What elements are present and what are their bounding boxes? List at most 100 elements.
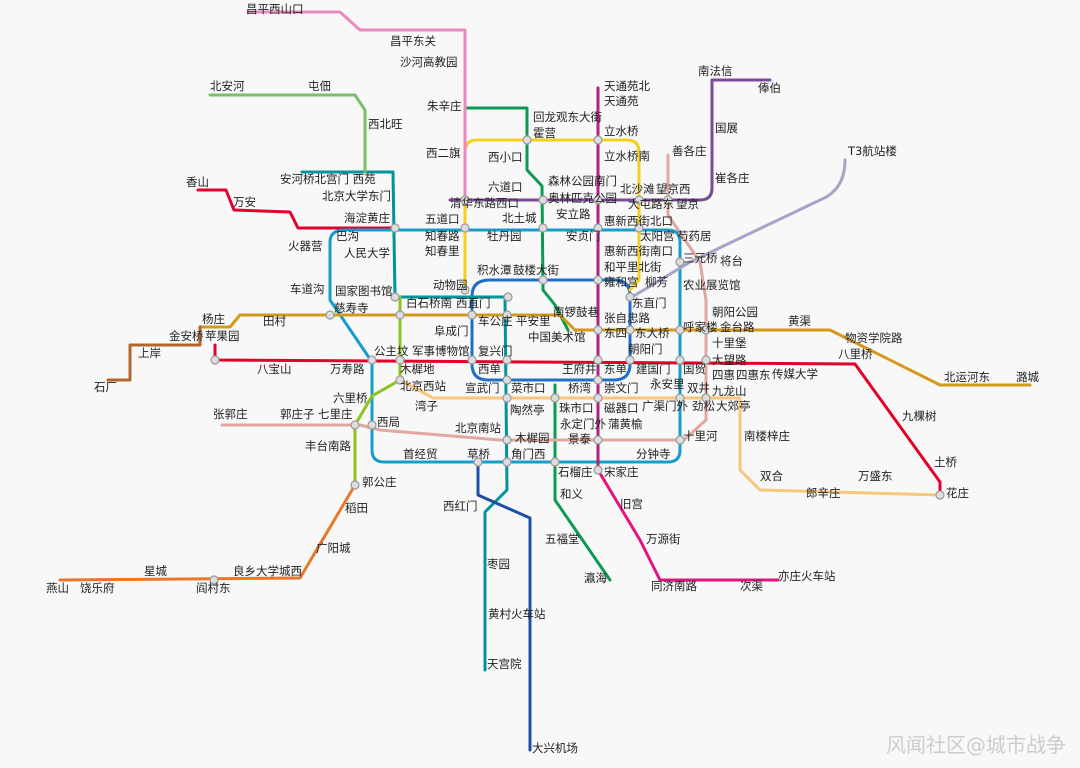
transfer-station-marker[interactable] bbox=[593, 465, 603, 475]
transfer-station-marker[interactable] bbox=[502, 435, 512, 445]
station-label[interactable]: 万源街 bbox=[646, 532, 681, 546]
transfer-station-marker[interactable] bbox=[593, 375, 603, 385]
station-label[interactable]: 广阳城 bbox=[316, 541, 351, 555]
subway-line-fangshan[interactable] bbox=[58, 483, 357, 582]
station-label[interactable]: 杨庄 bbox=[202, 312, 225, 326]
station-label[interactable]: 万盛东 bbox=[858, 469, 893, 483]
station-label[interactable]: 旧宫 bbox=[620, 497, 643, 511]
station-label[interactable]: 四惠 bbox=[712, 368, 735, 382]
transfer-station-marker[interactable] bbox=[502, 355, 512, 365]
station-label[interactable]: 沙河高教园 bbox=[400, 55, 458, 69]
transfer-station-marker[interactable] bbox=[675, 435, 685, 445]
station-label[interactable]: 张郭庄 bbox=[213, 407, 248, 421]
subway-line-s1[interactable] bbox=[106, 325, 202, 382]
station-label[interactable]: 九龙山 bbox=[712, 384, 747, 398]
transfer-station-marker[interactable] bbox=[325, 310, 335, 320]
station-label[interactable]: 火器营 bbox=[288, 239, 323, 253]
station-label[interactable]: 太阳宫 bbox=[640, 229, 675, 243]
station-label[interactable]: 北沙滩 bbox=[620, 182, 655, 196]
transfer-station-marker[interactable] bbox=[701, 325, 711, 335]
transfer-station-marker[interactable] bbox=[467, 310, 477, 320]
station-label[interactable]: 大郊亭 bbox=[716, 399, 751, 413]
station-label[interactable]: 五福堂 bbox=[545, 532, 580, 546]
station-label[interactable]: 香山 bbox=[186, 175, 209, 189]
station-label[interactable]: 广渠门外 bbox=[642, 399, 688, 413]
transfer-station-marker[interactable] bbox=[390, 223, 400, 233]
station-label[interactable]: 王府井 bbox=[562, 362, 597, 376]
station-label[interactable]: 珠市口 bbox=[559, 401, 594, 415]
station-label[interactable]: 立水桥南 bbox=[604, 149, 650, 163]
subway-line-line14-west[interactable] bbox=[220, 423, 682, 442]
transfer-station-marker[interactable] bbox=[460, 223, 470, 233]
station-label[interactable]: 公主坟 bbox=[374, 344, 409, 358]
transfer-station-marker[interactable] bbox=[701, 393, 711, 403]
station-label[interactable]: 东四 bbox=[604, 326, 627, 340]
transfer-station-marker[interactable] bbox=[593, 195, 603, 205]
transfer-station-marker[interactable] bbox=[395, 355, 405, 365]
station-label[interactable]: 湾子 bbox=[415, 399, 438, 413]
station-label[interactable]: 分钟寺 bbox=[636, 447, 671, 461]
station-label[interactable]: 惠新西街北口 bbox=[604, 214, 673, 228]
station-label[interactable]: 九棵树 bbox=[902, 409, 937, 423]
station-label[interactable]: 车道沟 bbox=[290, 282, 325, 296]
station-label[interactable]: 朝阳公园 bbox=[712, 305, 758, 319]
station-label[interactable]: 军事博物馆 bbox=[412, 344, 470, 358]
transfer-station-marker[interactable] bbox=[634, 195, 644, 205]
transfer-station-marker[interactable] bbox=[593, 135, 603, 145]
station-label[interactable]: 十里堡 bbox=[712, 336, 747, 350]
station-label[interactable]: 崇文门 bbox=[604, 381, 639, 395]
station-label[interactable]: 八里桥 bbox=[838, 347, 873, 361]
transfer-station-marker[interactable] bbox=[550, 393, 560, 403]
transfer-station-marker[interactable] bbox=[593, 275, 603, 285]
transfer-station-marker[interactable] bbox=[390, 292, 400, 302]
station-label[interactable]: 动物园 bbox=[433, 278, 468, 292]
subway-line-airport-express[interactable] bbox=[630, 158, 847, 299]
station-label[interactable]: 东单 bbox=[604, 362, 627, 376]
station-label[interactable]: 芍药居 bbox=[677, 229, 712, 243]
station-label[interactable]: 宣武门 bbox=[465, 381, 500, 395]
station-label[interactable]: 上岸 bbox=[138, 346, 161, 360]
subway-line-daxing-airport[interactable] bbox=[476, 460, 532, 752]
station-label[interactable]: 积水潭 bbox=[477, 263, 512, 277]
station-label[interactable]: 和平里北街 bbox=[604, 260, 662, 274]
station-label[interactable]: 永安里 bbox=[650, 377, 685, 391]
station-label[interactable]: 花庄 bbox=[946, 486, 969, 500]
subway-line-line14-east[interactable] bbox=[666, 153, 708, 442]
station-label[interactable]: 陶然亭 bbox=[510, 403, 545, 417]
station-label[interactable]: 安贞门 bbox=[566, 229, 601, 243]
transfer-station-marker[interactable] bbox=[625, 325, 635, 335]
station-label[interactable]: 回龙观东大街 bbox=[533, 110, 602, 124]
station-label[interactable]: 朱辛庄 bbox=[427, 99, 462, 113]
subway-line-line6[interactable] bbox=[198, 313, 1032, 387]
subway-line-xijiao[interactable] bbox=[196, 188, 397, 230]
station-label[interactable]: 草桥 bbox=[467, 447, 490, 461]
station-label[interactable]: 平安里 bbox=[516, 314, 551, 328]
station-label[interactable]: 西二旗 bbox=[426, 146, 461, 160]
station-label[interactable]: 景泰 bbox=[568, 432, 591, 446]
station-label[interactable]: 中国美术馆 bbox=[528, 330, 586, 344]
station-label[interactable]: 鼓楼大街 bbox=[513, 263, 559, 277]
station-label[interactable]: 石榴庄 bbox=[558, 465, 593, 479]
station-label[interactable]: 六里桥 bbox=[333, 391, 368, 405]
station-label[interactable]: 将台 bbox=[720, 254, 743, 268]
transfer-station-marker[interactable] bbox=[522, 135, 532, 145]
station-label[interactable]: 十里河 bbox=[683, 429, 718, 443]
transfer-station-marker[interactable] bbox=[663, 195, 673, 205]
transfer-station-marker[interactable] bbox=[701, 355, 711, 365]
station-label[interactable]: 同济南路 bbox=[651, 579, 697, 593]
transfer-station-marker[interactable] bbox=[350, 480, 360, 490]
station-label[interactable]: 西单 bbox=[478, 362, 501, 376]
transfer-station-marker[interactable] bbox=[538, 195, 548, 205]
transfer-station-marker[interactable] bbox=[467, 355, 477, 365]
subway-line-line16[interactable] bbox=[208, 93, 367, 174]
transfer-station-marker[interactable] bbox=[675, 325, 685, 335]
station-label[interactable]: 雍和宫 bbox=[604, 275, 639, 289]
transfer-station-marker[interactable] bbox=[502, 375, 512, 385]
station-label[interactable]: 苹果园 bbox=[205, 329, 240, 343]
station-label[interactable]: 郎辛庄 bbox=[806, 486, 841, 500]
transfer-station-marker[interactable] bbox=[538, 275, 548, 285]
station-label[interactable]: 南法信 bbox=[698, 64, 733, 78]
station-label[interactable]: 望京 bbox=[676, 197, 699, 211]
transfer-station-marker[interactable] bbox=[367, 420, 377, 430]
station-label[interactable]: 知春路 bbox=[425, 229, 460, 243]
